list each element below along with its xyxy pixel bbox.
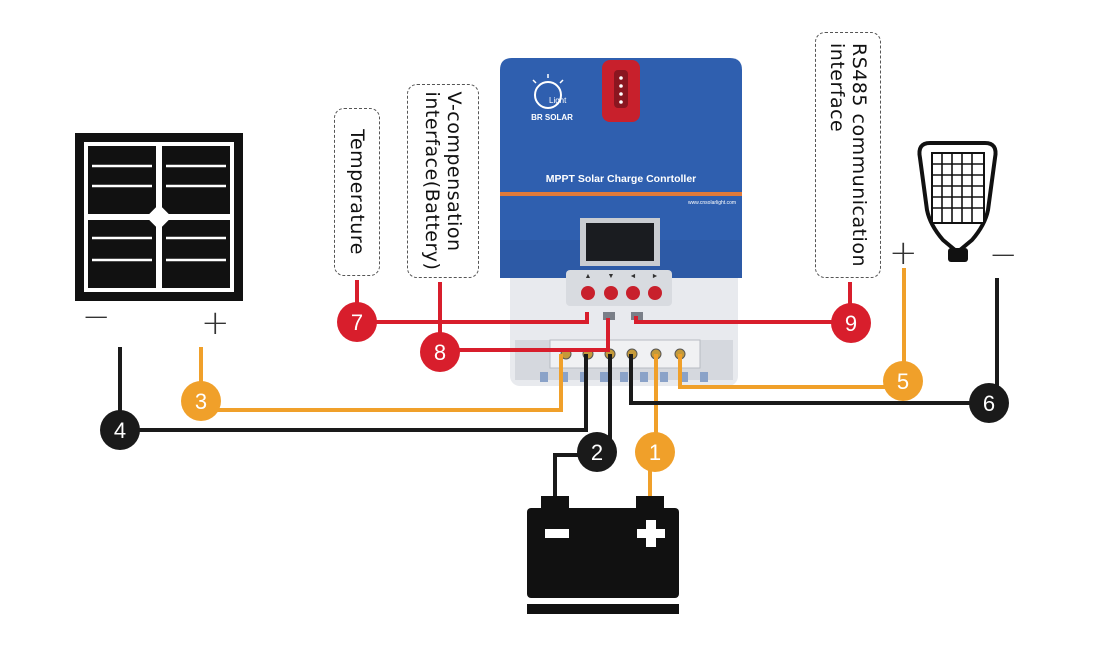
panel-plus-sign: +	[201, 303, 230, 343]
svg-text:7: 7	[351, 310, 363, 335]
battery-minus-sign	[545, 529, 569, 538]
website-text: www.cnsolarlight.com	[688, 200, 736, 206]
svg-text:2: 2	[591, 440, 603, 465]
lamp-plus-sign: +	[889, 233, 918, 273]
v-compensation-label-box: V-compensation interface(Battery)	[407, 84, 479, 278]
v-compensation-line-1: V-compensation	[443, 91, 465, 252]
v-compensation-label: V-compensation interface(Battery)	[421, 92, 465, 271]
lcd-screen	[586, 223, 654, 261]
rs485-line-1: RS485 communication	[848, 42, 870, 268]
svg-text:6: 6	[983, 391, 995, 416]
svg-text:5: 5	[897, 369, 909, 394]
wire-4	[118, 347, 588, 432]
marker-4: 4	[100, 410, 140, 450]
lamp-minus-sign: −	[989, 235, 1018, 275]
svg-text:3: 3	[195, 389, 207, 414]
left-button[interactable]	[626, 286, 640, 300]
wire-6	[629, 278, 999, 405]
marker-9: 9	[831, 303, 871, 343]
up-button[interactable]	[581, 286, 595, 300]
lamp-icon	[917, 141, 998, 262]
brand-name: BR SOLAR	[531, 113, 573, 122]
svg-text:►: ►	[652, 273, 659, 280]
svg-text:▲: ▲	[585, 273, 592, 280]
marker-8: 8	[420, 332, 460, 372]
rs485-label: RS485 communication interface	[826, 43, 870, 267]
temperature-label-box: Temperature	[334, 108, 380, 276]
right-button[interactable]	[648, 286, 662, 300]
logo-mark-text: Light	[549, 96, 567, 105]
wire-8	[438, 282, 610, 352]
svg-text:9: 9	[845, 311, 857, 336]
controller-device: Light BR SOLAR MPPT Solar Charge Conrtol…	[500, 58, 742, 386]
marker-2: 2	[577, 432, 617, 472]
marker-7: 7	[337, 302, 377, 342]
battery-icon	[527, 496, 679, 614]
svg-text:◄: ◄	[630, 273, 637, 280]
marker-5: 5	[883, 361, 923, 401]
svg-text:1: 1	[649, 440, 661, 465]
svg-text:▼: ▼	[608, 273, 615, 280]
v-compensation-line-2: interface(Battery)	[421, 91, 443, 271]
br-solar-logo: Light BR SOLAR	[531, 74, 573, 122]
wire-5	[678, 268, 906, 389]
temperature-label: Temperature	[346, 129, 368, 255]
wire-7	[355, 280, 589, 324]
rs485-line-2: interface	[826, 42, 848, 133]
panel-minus-sign: −	[82, 297, 111, 337]
down-button[interactable]	[604, 286, 618, 300]
svg-text:4: 4	[114, 418, 126, 443]
marker-6: 6	[969, 383, 1009, 423]
controller-title: MPPT Solar Charge Conrtoller	[546, 173, 697, 185]
controller-buttons: ▲ ▼ ◄ ►	[581, 273, 662, 300]
marker-1: 1	[635, 432, 675, 472]
wire-9	[634, 282, 852, 324]
svg-text:8: 8	[434, 340, 446, 365]
marker-3: 3	[181, 381, 221, 421]
rs485-label-box: RS485 communication interface	[815, 32, 881, 278]
wire-3	[199, 347, 563, 412]
solar-panel-icon	[75, 133, 243, 301]
